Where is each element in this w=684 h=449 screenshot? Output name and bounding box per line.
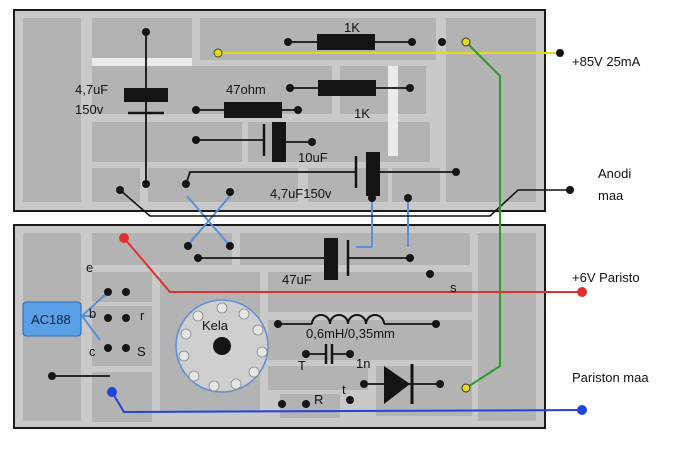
- solder-pads-top: [116, 186, 412, 202]
- plus6-wire: [123, 237, 582, 293]
- solder-pads-bottom: [48, 242, 444, 408]
- green-wire: [465, 41, 501, 389]
- capacitor-4-7uF-left: [124, 28, 168, 188]
- label-pin-s: s: [450, 280, 457, 295]
- solder-dot: [438, 38, 446, 46]
- transistor-ac188: [22, 301, 82, 337]
- pariston-maa-wire: [111, 391, 583, 414]
- label-r-top: 1K: [344, 20, 360, 35]
- label-pin-b: b: [89, 306, 96, 321]
- yellow-node-bottom: [461, 383, 471, 393]
- label-c-47: 47uF: [282, 272, 312, 287]
- yellow-node-right: [461, 37, 471, 47]
- label-plus6: +6V Paristo: [572, 270, 640, 285]
- label-pin-t: t: [342, 382, 346, 397]
- label-kela: Kela: [202, 318, 229, 333]
- yellow-node: [213, 48, 223, 58]
- resistor-1k-mid: [286, 80, 414, 96]
- label-maa: maa: [598, 188, 624, 203]
- capacitor-1n: [306, 344, 350, 364]
- label-r-47: 47ohm: [226, 82, 266, 97]
- jumper-wires: [81, 200, 409, 341]
- endpoint-anodi: [566, 186, 574, 194]
- capacitor-47uF: [194, 238, 414, 280]
- red-node: [119, 233, 129, 243]
- endpoint-plus6: [577, 287, 587, 297]
- label-pin-r: r: [140, 308, 145, 323]
- label-c-left-val: 4,7uF: [75, 82, 108, 97]
- inductor-0-6mH: [278, 314, 436, 325]
- label-cap-1n: 1n: [356, 356, 370, 371]
- label-pin-e: e: [86, 260, 93, 275]
- endpoint-plus85: [556, 49, 564, 57]
- label-c-10: 10uF: [298, 150, 328, 165]
- blue-node: [107, 387, 117, 397]
- label-r-mid: 1K: [354, 106, 370, 121]
- kela-coil: [175, 299, 269, 393]
- label-anodi: Anodi: [598, 166, 631, 181]
- label-pin-T: T: [298, 358, 306, 373]
- label-pariston-maa: Pariston maa: [572, 370, 649, 385]
- diode: [364, 364, 440, 404]
- capacitor-10uF: [192, 122, 316, 162]
- resistor-47ohm: [192, 102, 302, 118]
- capacitor-4-7uF150v: [182, 152, 460, 196]
- label-plus85: +85V 25mA: [572, 54, 641, 69]
- resistor-1k-top: [284, 34, 416, 50]
- label-transistor: AC188: [31, 312, 71, 327]
- label-pin-S: S: [137, 344, 146, 359]
- label-c-4150: 4,7uF150v: [270, 186, 332, 201]
- label-coil: 0,6mH/0,35mm: [306, 326, 395, 341]
- label-pin-R: R: [314, 392, 323, 407]
- label-c-left-volt: 150v: [75, 102, 104, 117]
- anodi-maa-wire: [119, 189, 570, 217]
- endpoint-pariston-maa: [577, 405, 587, 415]
- board-top: [13, 9, 546, 212]
- cross-jumper: [186, 195, 231, 247]
- label-pin-c: c: [89, 344, 96, 359]
